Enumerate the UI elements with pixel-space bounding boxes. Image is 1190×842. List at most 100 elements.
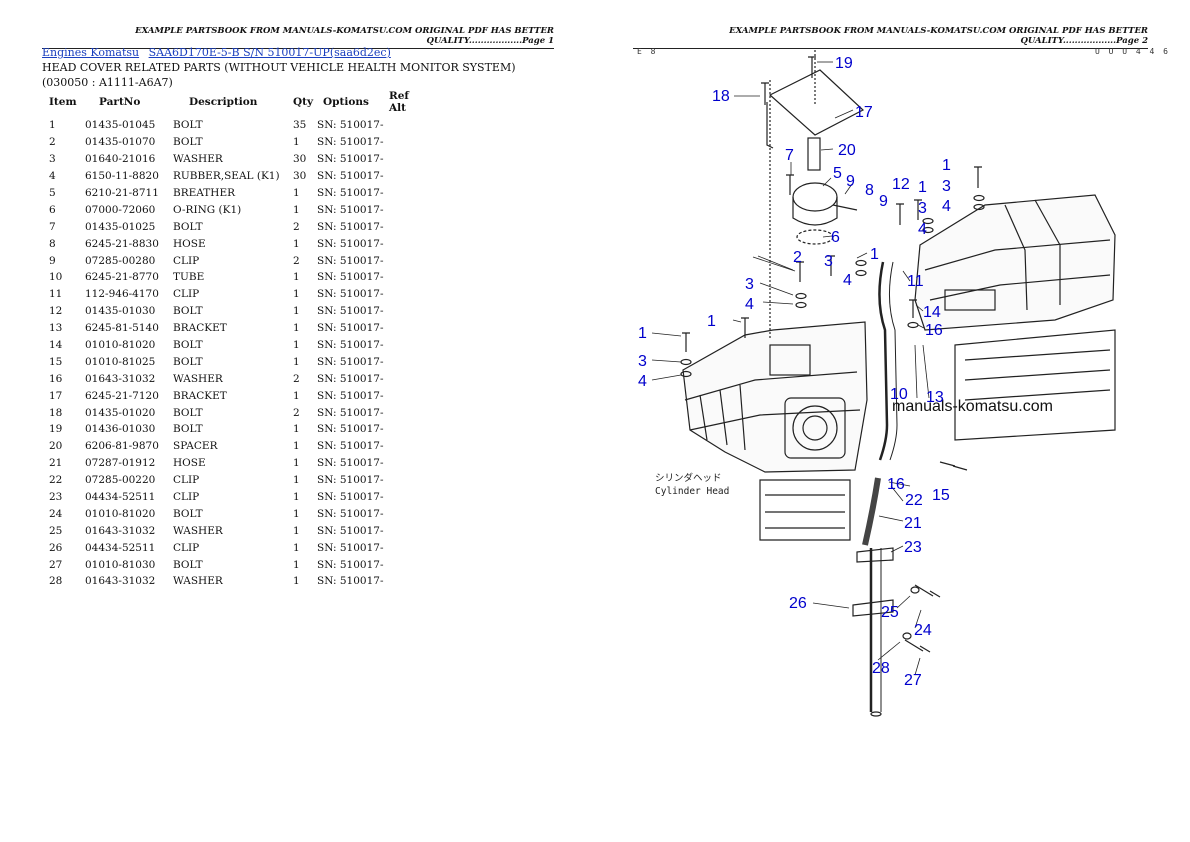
- cell-ref-alt: [389, 489, 429, 506]
- callout-1a[interactable]: 1: [918, 179, 927, 196]
- cell-item: 10: [49, 271, 63, 284]
- cell-item: 25: [49, 524, 63, 537]
- cell-qty: 1: [293, 136, 300, 149]
- engine-line-art: [651, 50, 1116, 717]
- callout-9a[interactable]: 9: [846, 173, 855, 190]
- cell-options: SN: 510017-: [317, 339, 384, 352]
- callout-17[interactable]: 17: [855, 104, 873, 121]
- cell-partno: 07000-72060: [85, 203, 156, 216]
- callout-14[interactable]: 14: [923, 304, 941, 321]
- cell-qty: 2: [293, 254, 300, 267]
- callout-4b[interactable]: 4: [942, 198, 951, 215]
- callout-13[interactable]: 13: [926, 389, 944, 406]
- callout-11[interactable]: 11: [907, 273, 924, 290]
- cell-qty: 1: [293, 524, 300, 537]
- callout-4d[interactable]: 4: [745, 296, 754, 313]
- cell-item: 6: [49, 203, 56, 216]
- callout-26[interactable]: 26: [789, 595, 807, 612]
- cell-description: CLIP: [173, 288, 200, 301]
- callout-12[interactable]: 12: [892, 176, 910, 193]
- cell-partno: 04434-52511: [85, 541, 156, 554]
- cell-options: SN: 510017-: [317, 541, 384, 554]
- bolt-glyphs: [682, 56, 982, 653]
- cell-partno: 01640-21016: [85, 153, 156, 166]
- cell-item: 3: [49, 153, 56, 166]
- cell-options: SN: 510017-: [317, 440, 384, 453]
- callout-9b[interactable]: 9: [879, 193, 888, 210]
- callout-8[interactable]: 8: [865, 182, 874, 199]
- cell-options: SN: 510017-: [317, 406, 384, 419]
- callout-3c[interactable]: 3: [824, 253, 833, 270]
- cell-item: 5: [49, 187, 56, 199]
- callout-23[interactable]: 23: [904, 539, 922, 556]
- callout-22[interactable]: 22: [905, 492, 923, 509]
- cell-qty: 1: [293, 541, 300, 554]
- cell-options: SN: 510017-: [317, 355, 384, 368]
- callout-1e[interactable]: 1: [638, 325, 647, 342]
- cell-partno: 6245-81-5140: [85, 322, 159, 335]
- callout-25[interactable]: 25: [881, 604, 899, 621]
- callout-3e[interactable]: 3: [638, 353, 647, 370]
- cell-description: CLIP: [173, 491, 200, 504]
- cylinder-head-jp-label: シリンダヘッド: [655, 472, 722, 484]
- cell-item: 14: [49, 339, 63, 352]
- cell-options: SN: 510017-: [317, 507, 384, 520]
- cell-description: BOLT: [173, 136, 203, 149]
- cell-qty: 1: [293, 491, 300, 504]
- cell-ref-alt: [389, 235, 429, 252]
- cell-partno: 01436-01030: [85, 423, 156, 436]
- callout-21[interactable]: 21: [904, 515, 922, 532]
- cell-ref-alt: [389, 438, 429, 455]
- callout-1c[interactable]: 1: [870, 246, 879, 263]
- cell-options: SN: 510017-: [317, 187, 384, 199]
- breadcrumb-link-engines[interactable]: Engines Komatsu: [42, 46, 140, 59]
- callout-2[interactable]: 2: [793, 249, 802, 266]
- cell-options: SN: 510017-: [317, 153, 384, 166]
- callout-28[interactable]: 28: [872, 660, 890, 677]
- callout-1d[interactable]: 1: [707, 313, 716, 330]
- cell-item: 24: [49, 507, 63, 520]
- cell-options: SN: 510017-: [317, 474, 384, 487]
- col-header-qty: Qty: [293, 96, 314, 108]
- diagram-page: EXAMPLE PARTSBOOK FROM MANUALS-KOMATSU.C…: [595, 0, 1190, 842]
- cell-partno: 01010-81020: [85, 339, 156, 352]
- callout-19[interactable]: 19: [835, 55, 853, 72]
- cell-ref-alt: [389, 387, 429, 404]
- callout-3b[interactable]: 3: [942, 178, 951, 195]
- cell-item: 26: [49, 541, 63, 554]
- callout-1b[interactable]: 1: [942, 157, 951, 174]
- breadcrumb-link-model[interactable]: SAA6D170E-5-B S/N 510017-UP(saa6d2ec): [148, 46, 391, 59]
- callout-24[interactable]: 24: [914, 622, 932, 639]
- callout-6[interactable]: 6: [831, 229, 840, 246]
- callout-3a[interactable]: 3: [918, 200, 927, 217]
- callout-18[interactable]: 18: [712, 88, 730, 105]
- callout-16a[interactable]: 16: [925, 322, 943, 339]
- cell-description: SPACER: [173, 440, 218, 453]
- cell-qty: 1: [293, 271, 300, 284]
- callout-4c[interactable]: 4: [843, 272, 852, 289]
- cell-ref-alt: [389, 573, 429, 590]
- callout-3d[interactable]: 3: [745, 276, 754, 293]
- washer-glyphs: [680, 194, 985, 640]
- cell-partno: 01435-01070: [85, 136, 156, 149]
- cell-qty: 1: [293, 457, 300, 470]
- callout-4e[interactable]: 4: [638, 373, 647, 390]
- cell-ref-alt: [389, 455, 429, 472]
- callout-4a[interactable]: 4: [918, 221, 927, 238]
- callout-15[interactable]: 15: [932, 487, 950, 504]
- callout-20[interactable]: 20: [838, 142, 856, 159]
- callout-10[interactable]: 10: [890, 386, 908, 403]
- callout-7[interactable]: 7: [785, 147, 794, 164]
- cell-qty: 1: [293, 575, 300, 588]
- callout-16b[interactable]: 16: [887, 476, 905, 493]
- callout-27[interactable]: 27: [904, 672, 922, 689]
- callout-5[interactable]: 5: [833, 165, 842, 182]
